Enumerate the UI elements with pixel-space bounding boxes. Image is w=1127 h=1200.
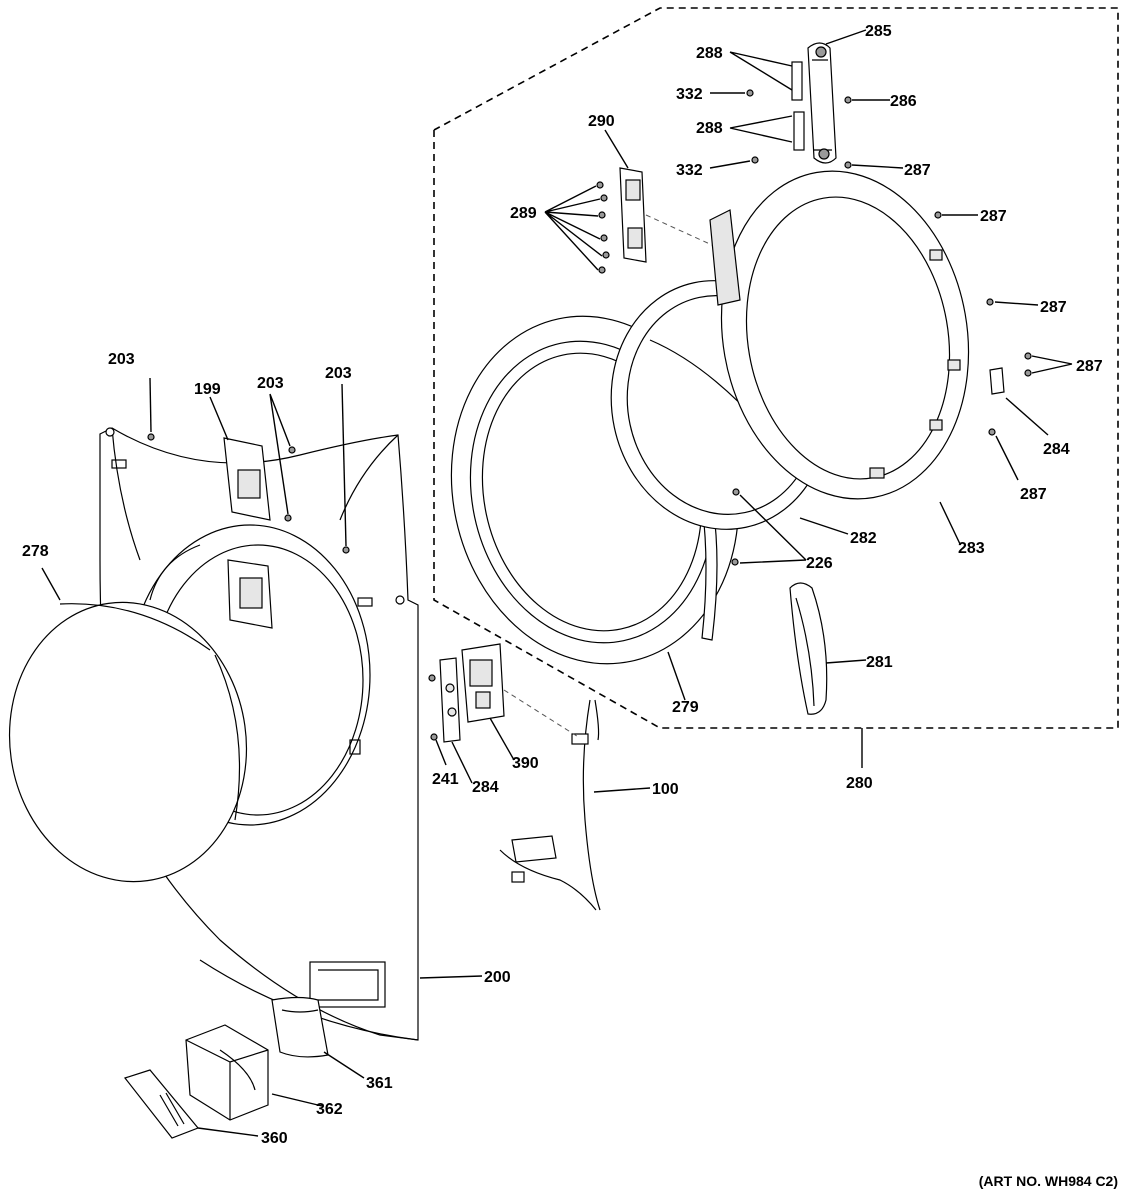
callout-287-c: 287 (1040, 299, 1067, 316)
handle-281 (789, 582, 828, 715)
callout-203-a: 203 (108, 351, 135, 368)
screws (147, 89, 1032, 741)
callout-203-c: 203 (325, 365, 352, 382)
vent-duct-362 (185, 1024, 269, 1121)
bracket-199 (223, 437, 273, 629)
callout-284-b: 284 (472, 779, 499, 796)
callout-200: 200 (484, 969, 511, 986)
art-number: (ART NO. WH984 C2) (979, 1173, 1118, 1189)
callout-241: 241 (432, 771, 459, 788)
vent-grille-360 (123, 1069, 199, 1139)
callout-286: 286 (890, 93, 917, 110)
hinge-285 (791, 42, 837, 164)
callout-226: 226 (806, 555, 833, 572)
callout-280: 280 (846, 775, 873, 792)
callout-288: 288 (696, 45, 723, 62)
callout-287-b: 287 (980, 208, 1007, 225)
callout-290: 290 (588, 113, 615, 130)
door-frame-283 (709, 170, 970, 500)
callout-285: 285 (865, 23, 892, 40)
callout-390: 390 (512, 755, 539, 772)
callout-279: 279 (672, 699, 699, 716)
door-outer-278 (8, 601, 248, 883)
wire-harness-100 (499, 699, 601, 911)
callout-287-d: 287 (1076, 358, 1103, 375)
callout-289: 289 (510, 205, 537, 222)
strike-284 (439, 657, 461, 743)
vent-cover-361 (271, 996, 329, 1058)
callout-203-b: 203 (257, 375, 284, 392)
strike-284-small (989, 367, 1005, 395)
callout-288-b: 288 (696, 120, 723, 137)
callout-361: 361 (366, 1075, 393, 1092)
door-latch-390 (461, 643, 505, 723)
callout-287-e: 287 (1020, 486, 1047, 503)
callout-332: 332 (676, 86, 703, 103)
callout-199: 199 (194, 381, 221, 398)
callout-282: 282 (850, 530, 877, 547)
callout-100: 100 (652, 781, 679, 798)
callout-332-b: 332 (676, 162, 703, 179)
callout-360: 360 (261, 1130, 288, 1147)
callout-362: 362 (316, 1101, 343, 1118)
alignment-line-hinge (645, 214, 713, 246)
callout-287-a: 287 (904, 162, 931, 179)
alignment-line-latch (503, 689, 581, 739)
callout-284-a: 284 (1043, 441, 1070, 458)
callout-278: 278 (22, 543, 49, 560)
callout-281: 281 (866, 654, 893, 671)
door-assembly-boundary (433, 7, 1119, 729)
hinge-plate-290 (619, 167, 647, 263)
callout-283: 283 (958, 540, 985, 557)
leader-lines (41, 29, 1073, 1137)
